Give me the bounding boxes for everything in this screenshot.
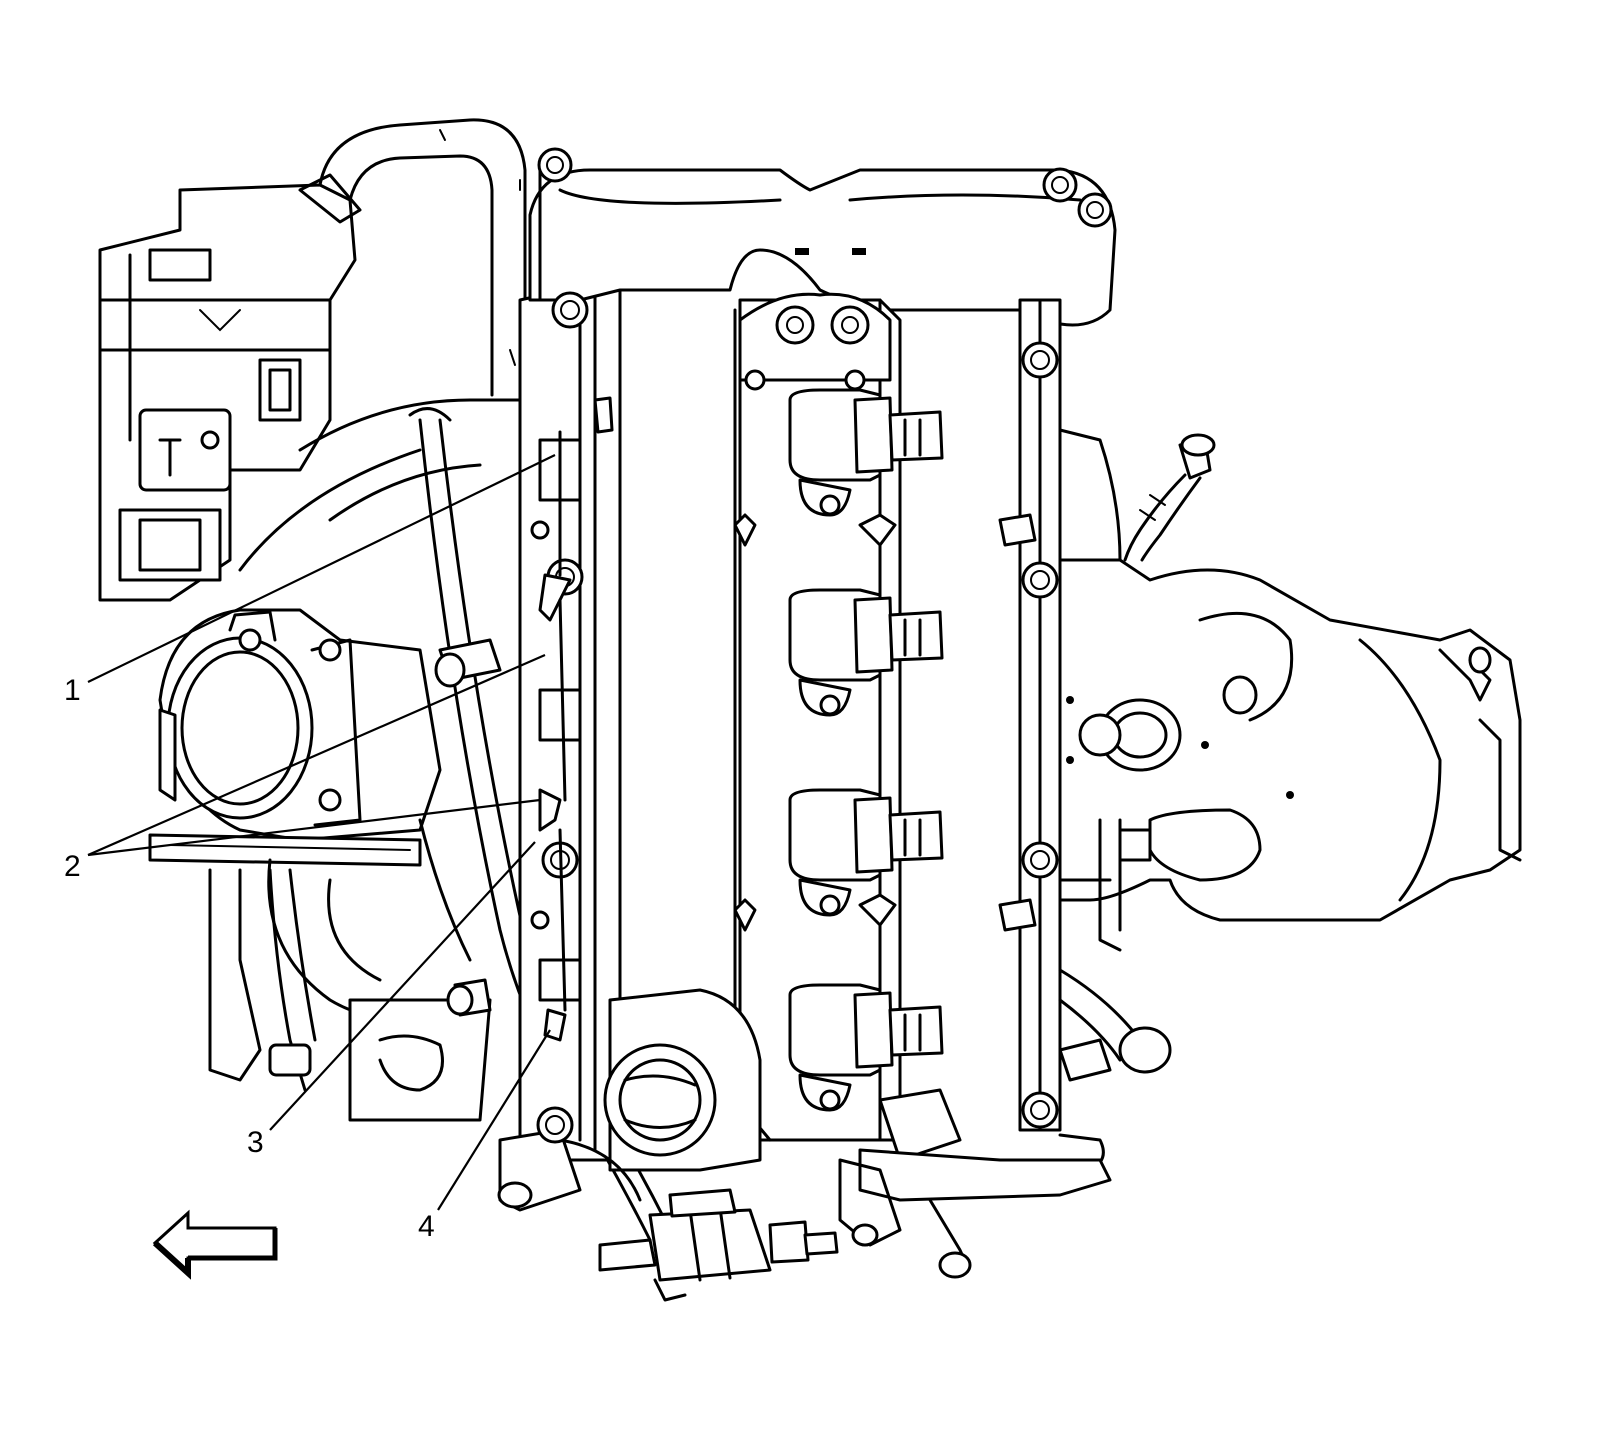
bolt [551,291,589,329]
callout-3-label: 3 [247,1126,264,1159]
ignition-coils [788,388,944,1112]
purge-valve [598,1188,839,1302]
leader-1 [87,454,556,683]
bolt [1042,167,1078,203]
ignition-coil-1 [788,388,944,517]
callout-leaders [87,454,556,1211]
oil-fill-cap [497,988,762,1212]
callout-4-label: 4 [418,1210,435,1243]
right-rail [998,298,1062,1132]
ignition-coil-4 [788,983,944,1112]
callout-1-label: 1 [64,674,81,707]
leader-2b [87,798,541,857]
right-lower-pipes [838,968,1172,1279]
bolt [537,147,573,183]
exhaust-manifold [1058,428,1522,952]
bolt [1077,192,1113,228]
bolt [1021,841,1059,879]
clip-1 [538,573,572,622]
bolt [1021,1091,1059,1129]
bolt [536,1106,574,1144]
ignition-coil-2 [788,588,944,717]
bolt [1021,341,1059,379]
throttle-body [148,608,442,1092]
leader-3 [269,841,536,1131]
clip-top [593,396,614,434]
bolts [536,147,1113,1144]
alternator-assembly [98,183,357,602]
clip-3 [543,1008,567,1042]
callout-2-label: 2 [64,850,81,883]
upper-coolant-hose [298,118,527,397]
bolt [1021,561,1059,599]
ignition-coil-3 [788,788,944,917]
clip-2 [538,788,562,832]
leader-2a [87,653,546,857]
intake-manifold [238,398,522,1122]
leader-4 [437,1029,551,1211]
oil-level-indicator [1123,433,1216,562]
left-rail [518,278,622,1162]
wiring-clips [538,396,614,1042]
left-arrow-icon [152,1209,278,1280]
